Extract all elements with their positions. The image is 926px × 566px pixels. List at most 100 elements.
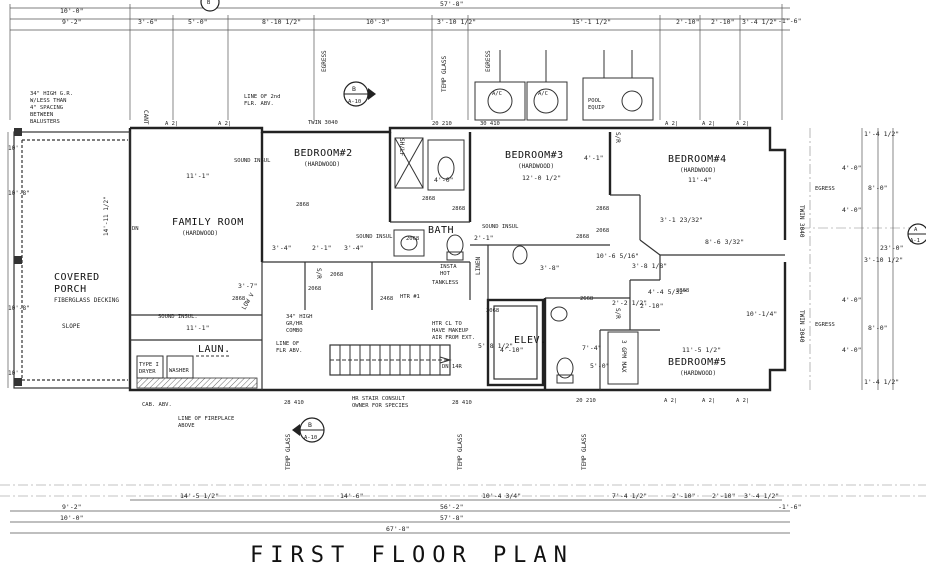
dim-bot3-a: 10'-0"	[60, 514, 83, 522]
room-bedroom4-finish: (HARDWOOD)	[680, 167, 716, 174]
dim-bot1-b: 14'-6"	[340, 492, 363, 500]
interior-walls	[130, 132, 785, 390]
win-code-11: A 2|	[664, 398, 677, 404]
note-line-flr-1: LINE OF	[276, 341, 299, 347]
dim-int-9: 3'-4"	[272, 244, 292, 252]
dim-int-21: 7'-4"	[582, 344, 602, 352]
dim-bot1-a: 14'-5 1/2"	[180, 492, 219, 500]
bottom-dimensions: 14'-5 1/2" 14'-6" 10'-4 3/4" 7'-4 1/2" 2…	[10, 492, 801, 534]
dim-int-15: 4'-0"	[434, 176, 454, 184]
note-htr-cl-3: AIR FROM EXT.	[432, 335, 475, 341]
dim-int-17: 2'-10"	[640, 302, 663, 310]
note-hr-stair-1: HR STAIR CONSULT	[352, 396, 406, 402]
dim-right-4: 4'-0"	[842, 206, 862, 214]
win-code-2: A 2|	[218, 121, 231, 127]
note-sir-2: S/R	[614, 132, 621, 143]
win-code-5: A 2|	[665, 121, 678, 127]
post-mid-left	[14, 256, 22, 264]
door-code-6: 2068	[406, 236, 419, 242]
post-top-left	[14, 128, 22, 136]
dim-bot1-d: 7'-4 1/2"	[612, 492, 647, 500]
door-code-12: 2068	[486, 308, 499, 314]
room-elevator: ELEV.	[514, 335, 547, 346]
stairs	[329, 344, 452, 376]
room-labels: COVERED PORCH FIBERGLASS DECKING SLOPE F…	[54, 148, 727, 377]
note-twin-right2: TWIN 3040	[798, 310, 805, 343]
room-family-room-finish: (HARDWOOD)	[182, 230, 218, 237]
note-dn: DN	[132, 226, 139, 232]
dim-int-2: 11'-1"	[186, 324, 209, 332]
dim-top2-g: 15'-1 1/2"	[572, 18, 611, 26]
dim-bot3-b: 57'-8"	[440, 514, 463, 522]
room-family-room: FAMILY ROOM	[172, 217, 244, 228]
dim-int-6: 8'-6 3/32"	[705, 238, 744, 246]
win-code-8: 28 410	[284, 400, 304, 406]
note-temp-glass-b2: TEMP GLASS	[457, 433, 464, 470]
room-laundry: LAUN.	[198, 344, 231, 355]
note-temp-glass-b3: TEMP GLASS	[581, 433, 588, 470]
note-insta-2: HOT	[440, 271, 451, 277]
dim-top2-c: 5'-0"	[188, 18, 208, 26]
dim-int-19: 4'-1"	[584, 154, 604, 162]
note-guardrail-1: 34" HIGH G.R.	[30, 91, 73, 97]
dim-bot1-c: 10'-4 3/4"	[482, 492, 521, 500]
dim-int-24: 2'-2 1/2"	[612, 299, 647, 307]
note-fireplace-2: ABOVE	[178, 423, 195, 429]
interior-dimensions: 11'-1" 11'-1" 12'-0 1/2" 11'-4" 11'-5 1/…	[103, 154, 777, 370]
porch-finish: FIBERGLASS DECKING	[54, 297, 119, 304]
dim-bot1-g: 3'-4 1/2"	[744, 492, 779, 500]
door-code-11: 2068	[596, 228, 609, 234]
note-ac-1: A/C	[492, 91, 502, 97]
room-bedroom2-finish: (HARDWOOD)	[304, 161, 340, 168]
dim-int-10: 2'-1"	[312, 244, 332, 252]
note-htr: HTR #1	[400, 294, 420, 300]
section-marker-top-edge: B	[200, 0, 220, 12]
note-cab-abv: CAB. ABV.	[142, 402, 172, 408]
dim-right-1: 1'-4 1/2"	[864, 130, 899, 138]
plan-title: FIRST FLOOR PLAN	[250, 543, 574, 566]
dim-left-2: 10'-8"	[8, 190, 30, 197]
dim-int-25: 3'-8 1/8"	[632, 262, 667, 270]
notes: 34" HIGH G.R. W/LESS THAN 4" SPACING BET…	[30, 50, 835, 470]
note-sound-insul-bath: SOUND INSUL	[482, 224, 519, 230]
dim-right-9: 4'-0"	[842, 346, 862, 354]
note-temp-glass-top: TEMP GLASS	[441, 55, 448, 92]
note-hr-stair-2: OWNER FOR SPECIES	[352, 403, 408, 409]
post-bottom-left	[14, 378, 22, 386]
door-code-4: 2068	[308, 286, 321, 292]
note-shlf: SH/LF	[398, 138, 405, 156]
note-ac-2: A/C	[538, 91, 548, 97]
win-code-12: A 2|	[702, 398, 715, 404]
note-gpm: 3 GPM MAX	[620, 340, 627, 373]
dim-top2-e: 10'-3"	[366, 18, 389, 26]
door-code-9: 2868	[596, 206, 609, 212]
note-line-flr-2: FLR ABV.	[276, 348, 303, 354]
exterior-walls	[13, 126, 787, 392]
grid-lines	[0, 128, 926, 497]
dim-left-4: 10'	[8, 370, 19, 377]
win-code-4: 30 410	[480, 121, 500, 127]
note-2nd-flr-1: LINE OF 2nd	[244, 94, 280, 100]
note-htr-cl-1: HTR CL TO	[432, 321, 462, 327]
dim-top2-d: 8'-10 1/2"	[262, 18, 301, 26]
dim-int-18: 3'-8"	[540, 264, 560, 272]
dim-top-57-8: 57'-8"	[440, 0, 463, 8]
dim-right-7: 4'-0"	[842, 296, 862, 304]
dim-top2-f: 3'-10 1/2"	[437, 18, 476, 26]
marker-bottom-letter: B	[308, 421, 312, 429]
room-bedroom4: BEDROOM#4	[668, 154, 727, 165]
win-code-13: A 2|	[736, 398, 749, 404]
note-dryer-2: DRYER	[139, 369, 156, 375]
note-insta-1: INSTA	[440, 264, 457, 270]
room-bedroom3-finish: (HARDWOOD)	[518, 163, 554, 170]
note-htr-cl-2: HAVE MAKEUP	[432, 328, 469, 334]
note-sound-insul-fr: SOUND INSUL	[234, 158, 271, 164]
note-grhr-2: GR/HR	[286, 321, 303, 327]
dim-int-1: 11'-1"	[186, 172, 209, 180]
dim-int-20: 5'-0"	[590, 362, 610, 370]
dim-int-8: 14'-11 1/2"	[103, 196, 110, 236]
dim-right-3: 8'-0"	[868, 184, 888, 192]
dim-bot1-f: 2'-10"	[712, 492, 735, 500]
door-code-10: 2868	[676, 288, 689, 294]
